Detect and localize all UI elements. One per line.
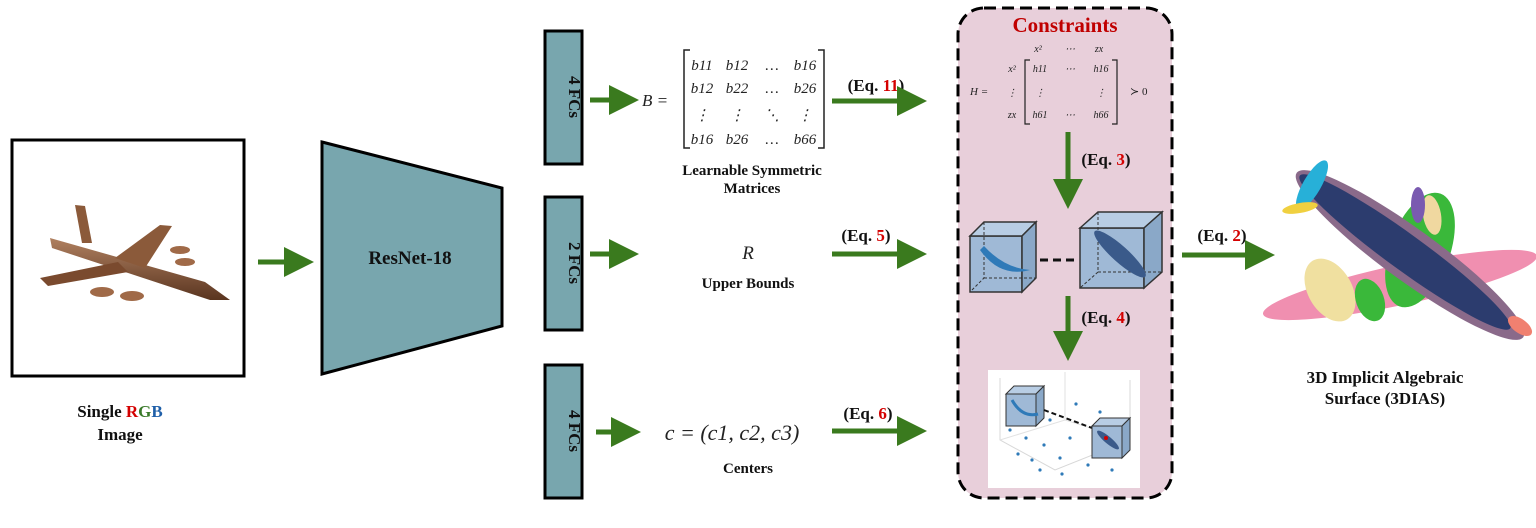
hessian-row-header: zx: [1007, 110, 1017, 121]
hessian-col-header: zx: [1094, 44, 1104, 55]
centers-formula: c = (c1, c2, c3): [665, 420, 800, 445]
matrix-cell: …: [765, 81, 778, 97]
hessian-cell: h66: [1094, 110, 1109, 121]
hessian-cell: ⋮: [1035, 88, 1045, 99]
eq4-suffix: ): [1125, 308, 1131, 327]
matrix-cell: b11: [691, 58, 712, 74]
eq2-label: (Eq. 2): [1197, 226, 1246, 245]
hessian-col-header: x²: [1033, 44, 1042, 55]
hessian-col-header: ⋯: [1065, 44, 1075, 55]
eq11-num: 11: [883, 76, 899, 95]
matrix-cell: b16: [691, 132, 714, 148]
eq3-num: 3: [1116, 150, 1125, 169]
eq6-prefix: (Eq.: [843, 404, 878, 423]
matrix-b: B = b11 b12 … b16 b12 b22 … b26 ⋮ ⋮ ⋱ ⋮ …: [642, 49, 825, 197]
eq3-label: (Eq. 3): [1081, 150, 1130, 169]
hessian-row-header: x²: [1007, 64, 1016, 75]
matrix-cell: b26: [726, 132, 749, 148]
fc-head-top: 4 FCs: [543, 29, 584, 166]
hessian-relation: ≻ 0: [1130, 86, 1148, 98]
bounded-surface-left: [968, 220, 1038, 294]
hessian-row-header: ⋮: [1007, 88, 1017, 99]
eq2-prefix: (Eq.: [1197, 226, 1232, 245]
airplane-thumbnail: [40, 205, 230, 301]
svg-text:(Eq. 5): (Eq. 5): [841, 226, 890, 245]
eq11-suffix: ): [899, 76, 905, 95]
eq2-suffix: ): [1241, 226, 1247, 245]
eq11-label: (Eq. 11): [848, 76, 905, 95]
output-3d-surface: [1262, 160, 1536, 340]
matrix-cell: ⋮: [798, 108, 813, 124]
fc-head-middle-label: 2 FCs: [565, 242, 584, 284]
input-caption-b: B: [151, 402, 162, 421]
matrix-cell: ⋮: [695, 108, 710, 124]
eq6-label: (Eq. 6): [843, 404, 892, 423]
input-caption-line2: Image: [97, 425, 143, 444]
fc-head-bottom-label: 4 FCs: [565, 410, 584, 452]
eq4-label: (Eq. 4): [1081, 308, 1130, 327]
eq6-num: 6: [878, 404, 887, 423]
hessian-cell: h61: [1033, 110, 1048, 121]
eq3-prefix: (Eq.: [1081, 150, 1116, 169]
constraints-panel: Constraints x² ⋯ zx H = x² ⋮ zx h11 ⋯ h1…: [956, 6, 1174, 500]
bounded-surface-right: [1078, 210, 1164, 290]
eq5-prefix: (Eq.: [841, 226, 876, 245]
input-image: Single RGB Image: [10, 138, 246, 444]
matrix-cell: b26: [794, 81, 817, 97]
centers-caption: Centers: [723, 461, 773, 477]
input-caption-g: G: [138, 402, 151, 421]
svg-text:Single RGB: Single RGB: [77, 402, 163, 421]
matrix-cell: …: [765, 58, 778, 74]
svg-text:(Eq. 11): (Eq. 11): [848, 76, 905, 95]
upper-bounds: R Upper Bounds: [702, 243, 795, 292]
input-caption-r: R: [126, 402, 139, 421]
eq3-suffix: ): [1125, 150, 1131, 169]
svg-text:(Eq. 2): (Eq. 2): [1197, 226, 1246, 245]
backbone-block: ResNet-18: [320, 140, 504, 376]
constraints-title: Constraints: [1012, 13, 1117, 37]
eq5-suffix: ): [885, 226, 891, 245]
hessian-cell: h16: [1094, 64, 1109, 75]
matrix-cell: b16: [794, 58, 817, 74]
bounds-symbol: R: [741, 243, 754, 264]
matrix-cell: b66: [794, 132, 817, 148]
svg-text:(Eq. 4): (Eq. 4): [1081, 308, 1130, 327]
hessian-lhs: H =: [969, 86, 988, 98]
eq2-num: 2: [1232, 226, 1241, 245]
eq11-prefix: (Eq.: [848, 76, 883, 95]
hessian-cell: h11: [1033, 64, 1047, 75]
output-caption-line1: 3D Implicit Algebraic: [1307, 368, 1464, 387]
eq5-num: 5: [876, 226, 885, 245]
eq5-label: (Eq. 5): [841, 226, 890, 245]
svg-text:(Eq. 6): (Eq. 6): [843, 404, 892, 423]
input-caption-word: Single: [77, 402, 122, 421]
hessian-cell: ⋮: [1096, 88, 1106, 99]
hessian-cell: ⋯: [1065, 110, 1075, 121]
matrix-cell: b12: [691, 81, 714, 97]
eq4-prefix: (Eq.: [1081, 308, 1116, 327]
matrix-caption-line2: Matrices: [724, 181, 781, 197]
eq4-num: 4: [1116, 308, 1125, 327]
hessian-cell: ⋯: [1065, 64, 1075, 75]
output-caption-line2: Surface (3DIAS): [1325, 389, 1445, 408]
backbone-label: ResNet-18: [368, 248, 451, 269]
matrix-lhs: B =: [642, 91, 668, 110]
eq6-suffix: ): [887, 404, 893, 423]
centers: c = (c1, c2, c3) Centers: [665, 420, 800, 477]
hessian-matrix: x² ⋯ zx H = x² ⋮ zx h11 ⋯ h16 ⋮ ⋮ h61 ⋯ …: [969, 44, 1148, 125]
matrix-cell: ⋮: [730, 108, 745, 124]
matrix-cell: ⋱: [765, 108, 780, 124]
matrix-cell: b12: [726, 58, 749, 74]
placed-primitives-plot: [988, 370, 1140, 488]
matrix-caption-line1: Learnable Symmetric: [682, 163, 822, 179]
fc-head-bottom: 4 FCs: [543, 363, 584, 500]
matrix-cell: b22: [726, 81, 749, 97]
svg-text:(Eq. 3): (Eq. 3): [1081, 150, 1130, 169]
fc-head-middle: 2 FCs: [543, 195, 584, 332]
matrix-cell: …: [765, 132, 778, 148]
fc-head-top-label: 4 FCs: [565, 76, 584, 118]
bounds-caption: Upper Bounds: [702, 276, 795, 292]
